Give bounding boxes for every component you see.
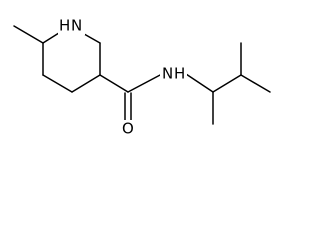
amide-nh-mask bbox=[160, 65, 187, 83]
ring-nitrogen-label: H bbox=[59, 17, 70, 35]
ring-nitrogen-h-label: N bbox=[71, 17, 82, 35]
bond-carbonyl-amide-n bbox=[127, 73, 163, 93]
amide-nitrogen-label: N bbox=[162, 65, 173, 83]
chemical-structure-diagram: H N N H O bbox=[13, 17, 271, 138]
ring-nh-mask bbox=[58, 17, 85, 35]
amide-nitrogen-h-label: H bbox=[174, 65, 185, 83]
bond-isopropyl-right bbox=[240, 74, 271, 93]
bond-ch-isopropyl bbox=[212, 74, 242, 93]
bond-ring-c3-c4 bbox=[71, 74, 101, 93]
carbonyl-oxygen-label: O bbox=[122, 120, 134, 138]
bond-methyl-ring bbox=[13, 25, 44, 44]
bond-ring-c4-c5 bbox=[42, 74, 73, 93]
bond-amide-n-ch bbox=[185, 73, 214, 93]
bond-ring-carbonyl bbox=[99, 74, 129, 93]
oxygen-mask bbox=[120, 120, 136, 138]
